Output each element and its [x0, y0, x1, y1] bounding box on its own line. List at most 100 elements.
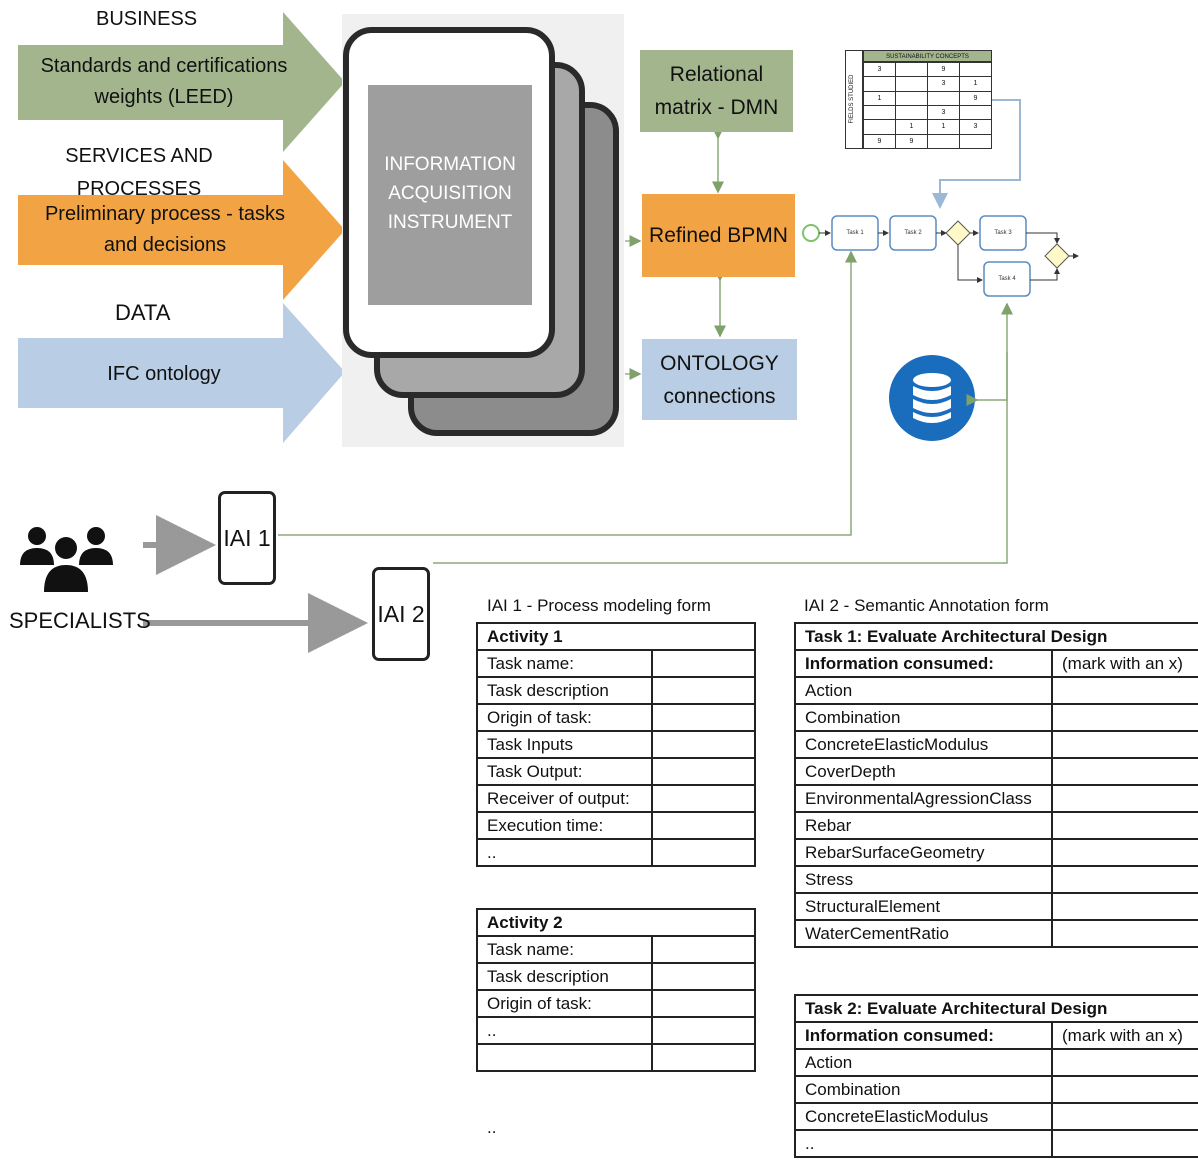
activity-row: Task Output:: [476, 757, 756, 786]
database-glyph: [913, 373, 951, 423]
activity-row: Receiver of output:: [476, 784, 756, 813]
matrix-cell: [959, 61, 992, 78]
bpmn-task-4-box: [983, 261, 1031, 297]
concept-name: WaterCementRatio: [794, 919, 1053, 948]
ontology-connections-box: ONTOLOGY connections: [642, 339, 797, 420]
matrix-cell: 3: [927, 76, 960, 92]
field-value: [651, 811, 756, 840]
db-task4-connector: [966, 302, 1013, 406]
concept-row: ConcreteElasticModulus: [794, 730, 1198, 759]
bpmn-task-3-label: Task 3: [994, 230, 1012, 236]
specialists-label: SPECIALISTS: [9, 608, 151, 633]
concept-name: Action: [794, 1048, 1053, 1077]
matrix-cell: 1: [927, 119, 960, 135]
iai2-task4-connector: [433, 352, 1008, 564]
activity-row: ..: [476, 1016, 756, 1045]
mark-cell: [1051, 703, 1198, 732]
activity-header: Activity 1: [476, 622, 756, 651]
field-label: ..: [476, 838, 653, 867]
concept-row: Combination: [794, 703, 1198, 732]
matrix-cell: [863, 76, 896, 92]
form1-trailing-dots: ..: [487, 1118, 497, 1137]
activity-row: Origin of task:: [476, 703, 756, 732]
business-arrow: [18, 12, 345, 152]
bpmn-start-event: [802, 224, 820, 242]
info-consumed-label: Information consumed:: [794, 649, 1053, 678]
task-header-row: Task 1: Evaluate Architectural Design: [794, 622, 1198, 651]
field-value: [651, 784, 756, 813]
field-label: ..: [476, 1016, 653, 1045]
field-value: [651, 989, 756, 1018]
matrix-cell: [895, 61, 928, 78]
mark-cell: [1051, 1048, 1198, 1077]
concept-name: CoverDepth: [794, 757, 1053, 786]
concept-row: EnvironmentalAgressionClass: [794, 784, 1198, 813]
people-icon: [20, 527, 113, 592]
activity-row: Task Inputs: [476, 730, 756, 759]
field-label: Task name:: [476, 649, 653, 678]
info-consumed-label: Information consumed:: [794, 1021, 1053, 1050]
field-label: Task name:: [476, 935, 653, 964]
bpmn-gateway-2: [1044, 243, 1070, 269]
iai-1-device: IAI 1: [218, 491, 276, 585]
info-consumed-row: Information consumed:(mark with an x): [794, 1021, 1198, 1050]
concept-name: Combination: [794, 1075, 1053, 1104]
field-value: [651, 757, 756, 786]
mark-cell: [1051, 1102, 1198, 1131]
form1-title: IAI 1 - Process modeling form: [487, 596, 711, 615]
form2-title: IAI 2 - Semantic Annotation form: [804, 596, 1049, 615]
activity-row: ..: [476, 838, 756, 867]
concept-name: RebarSurfaceGeometry: [794, 838, 1053, 867]
bpmn-task-4-label: Task 4: [998, 276, 1016, 282]
concept-name: Action: [794, 676, 1053, 705]
concept-row: Action: [794, 1048, 1198, 1077]
sustainability-matrix: FIELDS STUDIED SUSTAINABILITY CONCEPTS 3…: [845, 50, 992, 150]
mark-cell: [1051, 838, 1198, 867]
bpmn-task-2-label: Task 2: [904, 230, 922, 236]
activity-row: Task description: [476, 962, 756, 991]
field-value: [651, 1016, 756, 1045]
mark-cell: [1051, 919, 1198, 948]
matrix-cell: [959, 104, 992, 121]
matrix-cell: [863, 104, 896, 121]
activity-row: Task name:: [476, 935, 756, 964]
matrix-cell: 9: [927, 61, 960, 78]
matrix-cell: 9: [959, 90, 992, 106]
field-label: Origin of task:: [476, 989, 653, 1018]
device-screen: [368, 85, 532, 305]
concept-name: ConcreteElasticModulus: [794, 730, 1053, 759]
activity-header: Activity 2: [476, 908, 756, 937]
concept-name: ..: [794, 1129, 1053, 1158]
mark-cell: [1051, 784, 1198, 813]
mark-cell: [1051, 757, 1198, 786]
field-value: [651, 676, 756, 705]
matrix-cell: 1: [959, 76, 992, 92]
field-value: [651, 649, 756, 678]
concept-name: Rebar: [794, 811, 1053, 840]
concept-row: RebarSurfaceGeometry: [794, 838, 1198, 867]
field-label: Task description: [476, 676, 653, 705]
field-label: Origin of task:: [476, 703, 653, 732]
field-value: [651, 1043, 756, 1072]
relational-matrix-box: Relational matrix - DMN: [640, 50, 793, 132]
matrix-row: 3: [863, 104, 992, 121]
field-value: [651, 730, 756, 759]
field-label: Task Inputs: [476, 730, 653, 759]
mark-cell: [1051, 730, 1198, 759]
concept-row: CoverDepth: [794, 757, 1198, 786]
matrix-cell: [959, 133, 992, 150]
matrix-cell: 3: [863, 61, 896, 78]
field-label: Receiver of output:: [476, 784, 653, 813]
matrix-cell: [895, 104, 928, 121]
bpmn-task-1-label: Task 1: [846, 230, 864, 236]
task-header: Task 1: Evaluate Architectural Design: [794, 622, 1198, 651]
matrix-cell: [927, 90, 960, 106]
